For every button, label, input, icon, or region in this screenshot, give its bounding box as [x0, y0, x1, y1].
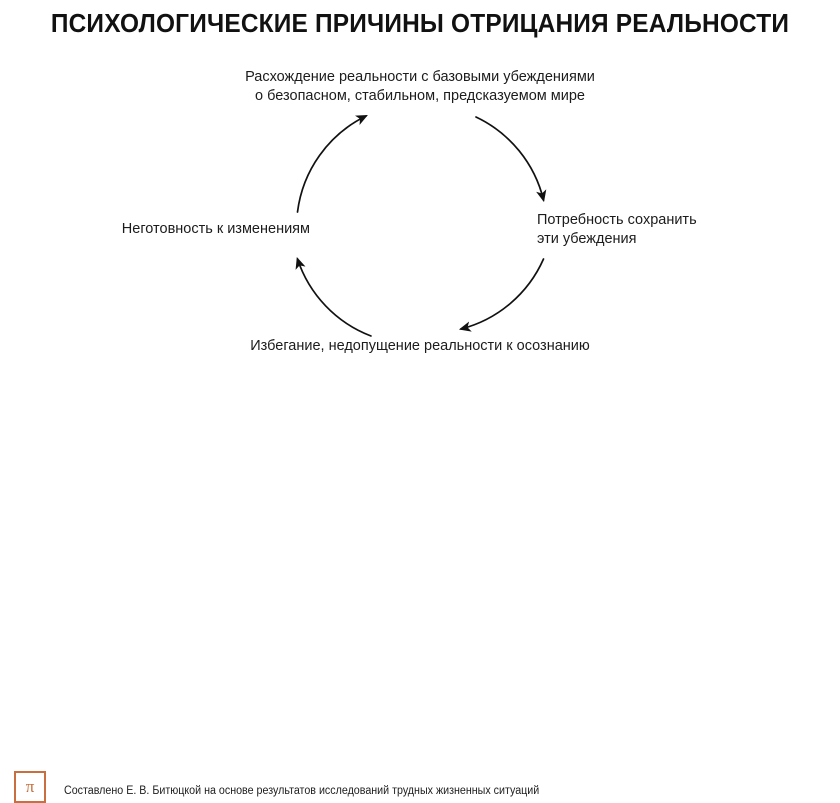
cycle-node-top-line1: Расхождение реальности с базовыми убежде… [245, 69, 595, 85]
cycle-node-right-line2: эти убеждения [537, 231, 637, 247]
cycle-node-top: Расхождение реальности с базовыми убежде… [0, 68, 840, 106]
cycle-node-left: Неготовность к изменениям [0, 220, 310, 239]
cycle-node-right: Потребность сохранить эти убеждения [537, 211, 697, 249]
arc-left-to-top [296, 115, 368, 213]
arc-bottom-to-left [295, 256, 372, 337]
cycle-node-bottom-line1: Избегание, недопущение реальности к осоз… [250, 338, 590, 354]
footer: π Составлено Е. В. Битюцкой на основе ре… [0, 383, 840, 803]
pi-logo-icon: π [14, 771, 46, 803]
cycle-node-top-line2: о безопасном, стабильном, предсказуемом … [255, 88, 585, 104]
arc-right-to-bottom [458, 258, 545, 332]
cycle-node-bottom: Избегание, недопущение реальности к осоз… [0, 337, 840, 356]
cycle-node-left-line1: Неготовность к изменениям [121, 221, 310, 237]
cycle-node-right-line1: Потребность сохранить [537, 212, 697, 228]
arc-top-to-right [475, 116, 547, 203]
page-title: ПСИХОЛОГИЧЕСКИЕ ПРИЧИНЫ ОТРИЦАНИЯ РЕАЛЬН… [50, 8, 790, 38]
pi-glyph: π [25, 776, 35, 796]
credit-line: Составлено Е. В. Битюцкой на основе резу… [64, 785, 540, 797]
cycle-diagram: Расхождение реальности с базовыми убежде… [0, 68, 840, 356]
